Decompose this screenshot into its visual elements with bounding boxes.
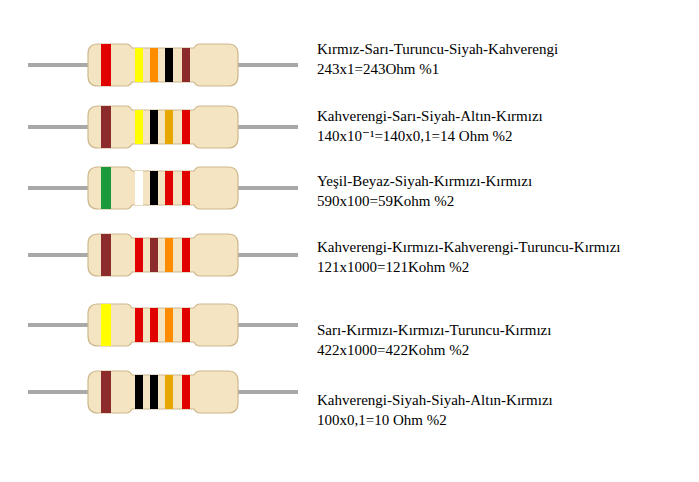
value-text: 121x1000=121Kohm %2 [317,258,469,276]
resistor-symbol [28,106,298,148]
resistor-symbol [28,304,298,346]
value-text: 140x10⁻¹=140x0,1=14 Ohm %2 [317,127,513,145]
value-text: 243x1=243Ohm %1 [317,60,439,78]
resistor-symbol [28,167,298,209]
color-code-text: Kahverengi-Sarı-Siyah-Altın-Kırmızı [317,107,543,125]
color-code-text: Kahverengi-Kırmızı-Kahverengi-Turuncu-Kı… [317,238,621,256]
color-code-text: Sarı-Kırmızı-Kırmızı-Turuncu-Kırmızı [317,321,551,339]
resistor-symbol [28,371,298,413]
color-code-text: Kırmız-Sarı-Turuncu-Siyah-Kahverengi [317,40,558,58]
resistor-symbol [28,234,298,276]
value-text: 590x100=59Kohm %2 [317,192,454,210]
value-text: 100x0,1=10 Ohm %2 [317,411,447,429]
value-text: 422x1000=422Kohm %2 [317,341,469,359]
color-code-text: Yeşil-Beyaz-Siyah-Kırmızı-Kırmızı [317,172,532,190]
color-code-text: Kahverengi-Siyah-Siyah-Altın-Kırmızı [317,391,553,409]
resistor-symbol [28,44,298,86]
